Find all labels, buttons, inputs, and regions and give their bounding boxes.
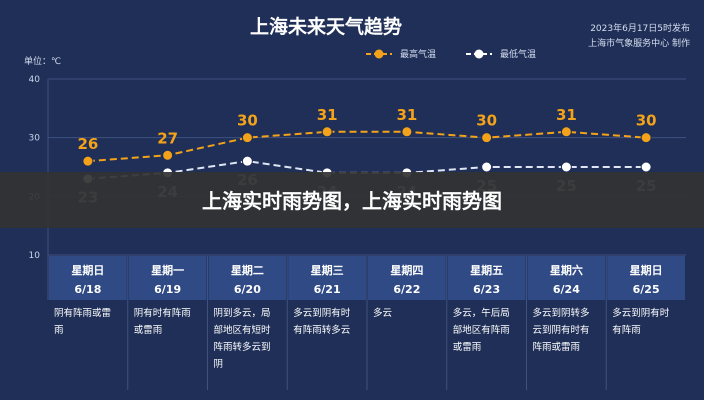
day-description-line: 有阵雨: [612, 324, 641, 336]
day-description-line: 多云，午后局: [453, 307, 510, 319]
day-description-line: 雨: [54, 325, 64, 336]
day-header-box: [368, 256, 446, 300]
day-description-line: 阴: [214, 359, 224, 370]
unit-label: 单位：℃: [24, 55, 61, 67]
day-header-box: [447, 256, 526, 300]
day-date: 6/23: [473, 283, 500, 296]
day-date: 6/24: [553, 283, 580, 296]
point-high: [321, 126, 333, 138]
day-description-line: 或雷雨: [453, 341, 482, 353]
legend-low-label: 最低气温: [500, 48, 536, 60]
legend: 最高气温 最低气温: [366, 48, 536, 60]
day-description-line: 多云到阴转多: [533, 307, 590, 319]
y-tick-label: 40: [29, 75, 41, 85]
day-weekday: 星期日: [630, 263, 663, 277]
day-description-line: 阵雨转多云到: [214, 341, 271, 353]
day-description-line: 阵雨或雷雨: [533, 341, 581, 353]
point-high: [481, 132, 493, 144]
day-weekday: 星期五: [470, 263, 503, 277]
data-label-high: 30: [476, 112, 497, 130]
day-description-line: 有阵雨转多云: [293, 324, 350, 336]
day-description-line: 部地区有阵雨: [453, 324, 510, 336]
point-high: [162, 149, 174, 161]
day-description-line: 云到阴有时有: [533, 324, 590, 336]
series-line-high: [87, 130, 647, 163]
day-header-box: [288, 256, 366, 300]
publisher: 上海市气象服务中心 制作: [588, 37, 690, 49]
day-description-line: 多云到阴有时: [293, 307, 351, 319]
banner-text: 上海实时雨势图，上海实时雨势图: [202, 189, 502, 213]
point-low: [640, 161, 652, 173]
banner-band: [0, 172, 704, 228]
day-weekday: 星期二: [231, 263, 264, 277]
day-description-line: 阴有时有阵雨: [134, 307, 191, 319]
point-high: [401, 126, 413, 138]
day-description-line: 多云: [373, 307, 392, 319]
day-description-line: 阴有阵雨或雷: [54, 307, 111, 319]
point-low: [241, 155, 253, 167]
point-high: [241, 132, 253, 144]
day-weekday: 星期日: [71, 263, 104, 277]
day-header-box: [527, 256, 606, 300]
day-description-line: 部地区有短时: [214, 324, 272, 336]
point-low: [560, 161, 572, 173]
data-label-high: 30: [636, 112, 657, 130]
publish-time: 2023年6月17日5时发布: [590, 22, 690, 34]
day-date: 6/21: [314, 283, 341, 296]
data-label-high: 31: [317, 106, 338, 124]
point-high: [82, 155, 94, 167]
day-description-line: 多云到阴有时: [612, 307, 670, 319]
day-date: 6/25: [633, 283, 660, 296]
point-high: [560, 126, 572, 138]
chart-title: 上海未来天气趋势: [250, 15, 402, 38]
day-header-box: [208, 256, 287, 300]
day-header-box: [49, 256, 127, 300]
data-label-high: 31: [556, 106, 577, 124]
legend-high-marker: [374, 49, 384, 59]
day-weekday: 星期四: [390, 263, 423, 277]
day-date: 6/18: [74, 283, 101, 296]
day-date: 6/22: [393, 283, 420, 296]
title-banner: 上海实时雨势图，上海实时雨势图: [0, 172, 704, 228]
day-weekday: 星期一: [151, 263, 184, 277]
point-low: [481, 161, 493, 173]
y-tick-label: 30: [29, 134, 41, 144]
legend-high-label: 最高气温: [400, 48, 436, 60]
legend-low-marker: [474, 49, 484, 59]
day-description-line: 阴到多云，局: [214, 307, 271, 319]
data-label-high: 30: [237, 112, 258, 130]
day-weekday: 星期六: [550, 263, 583, 277]
day-header-box: [128, 256, 207, 300]
day-forecast-row: 星期日6/18阴有阵雨或雷雨星期一6/19阴有时有阵雨或雷雨星期二6/20阴到多…: [49, 256, 685, 390]
data-label-high: 26: [77, 135, 98, 153]
point-high: [640, 132, 652, 144]
day-header-box: [607, 256, 685, 300]
y-tick-label: 10: [29, 251, 41, 261]
day-weekday: 星期三: [311, 263, 344, 277]
day-date: 6/20: [234, 283, 261, 296]
day-date: 6/19: [154, 283, 181, 296]
data-label-high: 27: [157, 129, 178, 147]
day-description-line: 或雷雨: [134, 324, 163, 336]
data-label-high: 31: [396, 106, 417, 124]
